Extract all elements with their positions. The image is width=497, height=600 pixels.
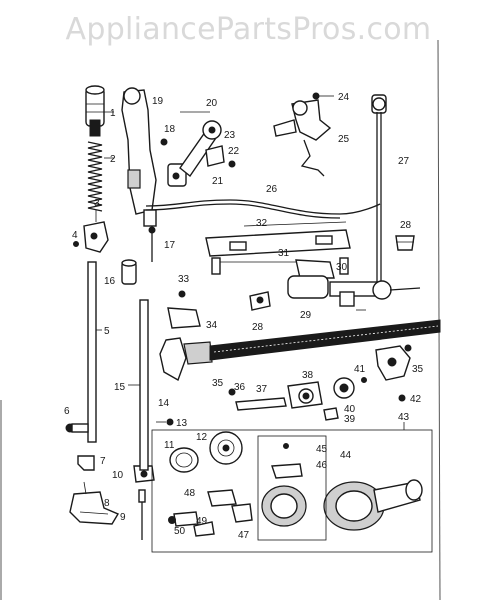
label-38: 38 — [302, 370, 314, 381]
part-20-link-assembly — [167, 111, 225, 187]
part-32-plate — [205, 221, 351, 257]
label-22: 22 — [228, 146, 240, 157]
label-21: 21 — [212, 176, 224, 187]
part-9-needle — [138, 489, 146, 540]
part-30-hook-drive — [287, 259, 421, 311]
part-2-spring — [87, 141, 114, 212]
label-40: 40 — [344, 404, 356, 415]
label-34: 34 — [206, 320, 218, 331]
label-3: 3 — [94, 198, 100, 209]
label-2: 2 — [110, 154, 116, 165]
part-6-screw — [65, 423, 89, 433]
label-33: 33 — [178, 274, 190, 285]
label-44: 44 — [340, 450, 352, 461]
part-5-presser-bar — [87, 261, 102, 443]
label-17: 17 — [164, 240, 176, 251]
part-11-bobbin — [169, 447, 199, 473]
label-26: 26 — [266, 184, 278, 195]
part-28-bushing-left — [249, 291, 271, 311]
part-18-screw — [160, 138, 168, 146]
part-34-feed-dog — [159, 290, 213, 382]
label-42: 42 — [410, 394, 422, 405]
label-12: 12 — [196, 432, 208, 443]
label-7: 7 — [100, 456, 106, 467]
label-13: 13 — [176, 418, 188, 429]
part-37-bar — [228, 388, 287, 411]
label-49: 49 — [196, 516, 208, 527]
label-16: 16 — [104, 276, 116, 287]
part-43-hook-assembly — [151, 422, 433, 553]
label-46: 46 — [316, 460, 328, 471]
part-44-box — [257, 435, 327, 541]
part-15-needle-bar — [128, 299, 149, 471]
label-25: 25 — [338, 134, 350, 145]
watermark-text: AppliancePartsPros.com — [65, 12, 432, 47]
part-46-hook-race — [261, 443, 307, 527]
label-47: 47 — [238, 530, 250, 541]
part-25-take-up-lever — [273, 92, 334, 177]
label-18: 18 — [164, 124, 176, 135]
part-28-bushing-right — [395, 235, 415, 251]
part-40-collar — [323, 377, 406, 421]
label-24: 24 — [338, 92, 350, 103]
label-28-left: 28 — [252, 322, 264, 333]
part-7-clip — [77, 455, 95, 471]
part-13-screw — [156, 418, 174, 426]
label-10: 10 — [112, 470, 124, 481]
label-14: 14 — [158, 398, 170, 409]
label-36: 36 — [234, 382, 246, 393]
part-12-bobbin-case — [209, 431, 243, 465]
label-20: 20 — [206, 98, 218, 109]
part-8-presser-foot — [69, 481, 120, 525]
label-50: 50 — [174, 526, 186, 537]
label-35-left: 35 — [212, 378, 224, 389]
part-27-shaft — [371, 94, 387, 290]
label-28-right: 28 — [400, 220, 412, 231]
label-37: 37 — [256, 384, 268, 395]
label-11: 11 — [164, 440, 175, 451]
label-43: 43 — [398, 412, 410, 423]
label-39: 39 — [344, 414, 356, 425]
label-29: 29 — [300, 310, 312, 321]
label-35-right: 35 — [412, 364, 424, 375]
label-45: 45 — [316, 444, 328, 455]
part-26-rod — [145, 199, 381, 219]
part-17-screw — [148, 226, 156, 262]
label-31: 31 — [278, 248, 290, 259]
label-1: 1 — [110, 108, 116, 119]
label-23: 23 — [224, 130, 236, 141]
label-19: 19 — [152, 96, 164, 107]
label-27: 27 — [398, 156, 410, 167]
part-38-clamp — [287, 381, 323, 409]
label-8: 8 — [104, 498, 110, 509]
label-6: 6 — [64, 406, 70, 417]
label-15: 15 — [114, 382, 126, 393]
label-48: 48 — [184, 488, 196, 499]
label-9: 9 — [120, 512, 126, 523]
label-30: 30 — [336, 262, 348, 273]
label-4: 4 — [72, 230, 78, 241]
label-41: 41 — [354, 364, 366, 375]
part-3-bracket — [73, 210, 109, 253]
part-22-screw — [228, 160, 236, 168]
part-spring-shaft — [209, 319, 441, 361]
part-1-needle-bar-bushing — [85, 85, 114, 137]
part-16-bushing — [121, 259, 137, 285]
label-32: 32 — [256, 218, 268, 229]
label-5: 5 — [104, 326, 110, 337]
part-48-block — [168, 489, 253, 537]
part-35-crank-right — [375, 344, 412, 381]
